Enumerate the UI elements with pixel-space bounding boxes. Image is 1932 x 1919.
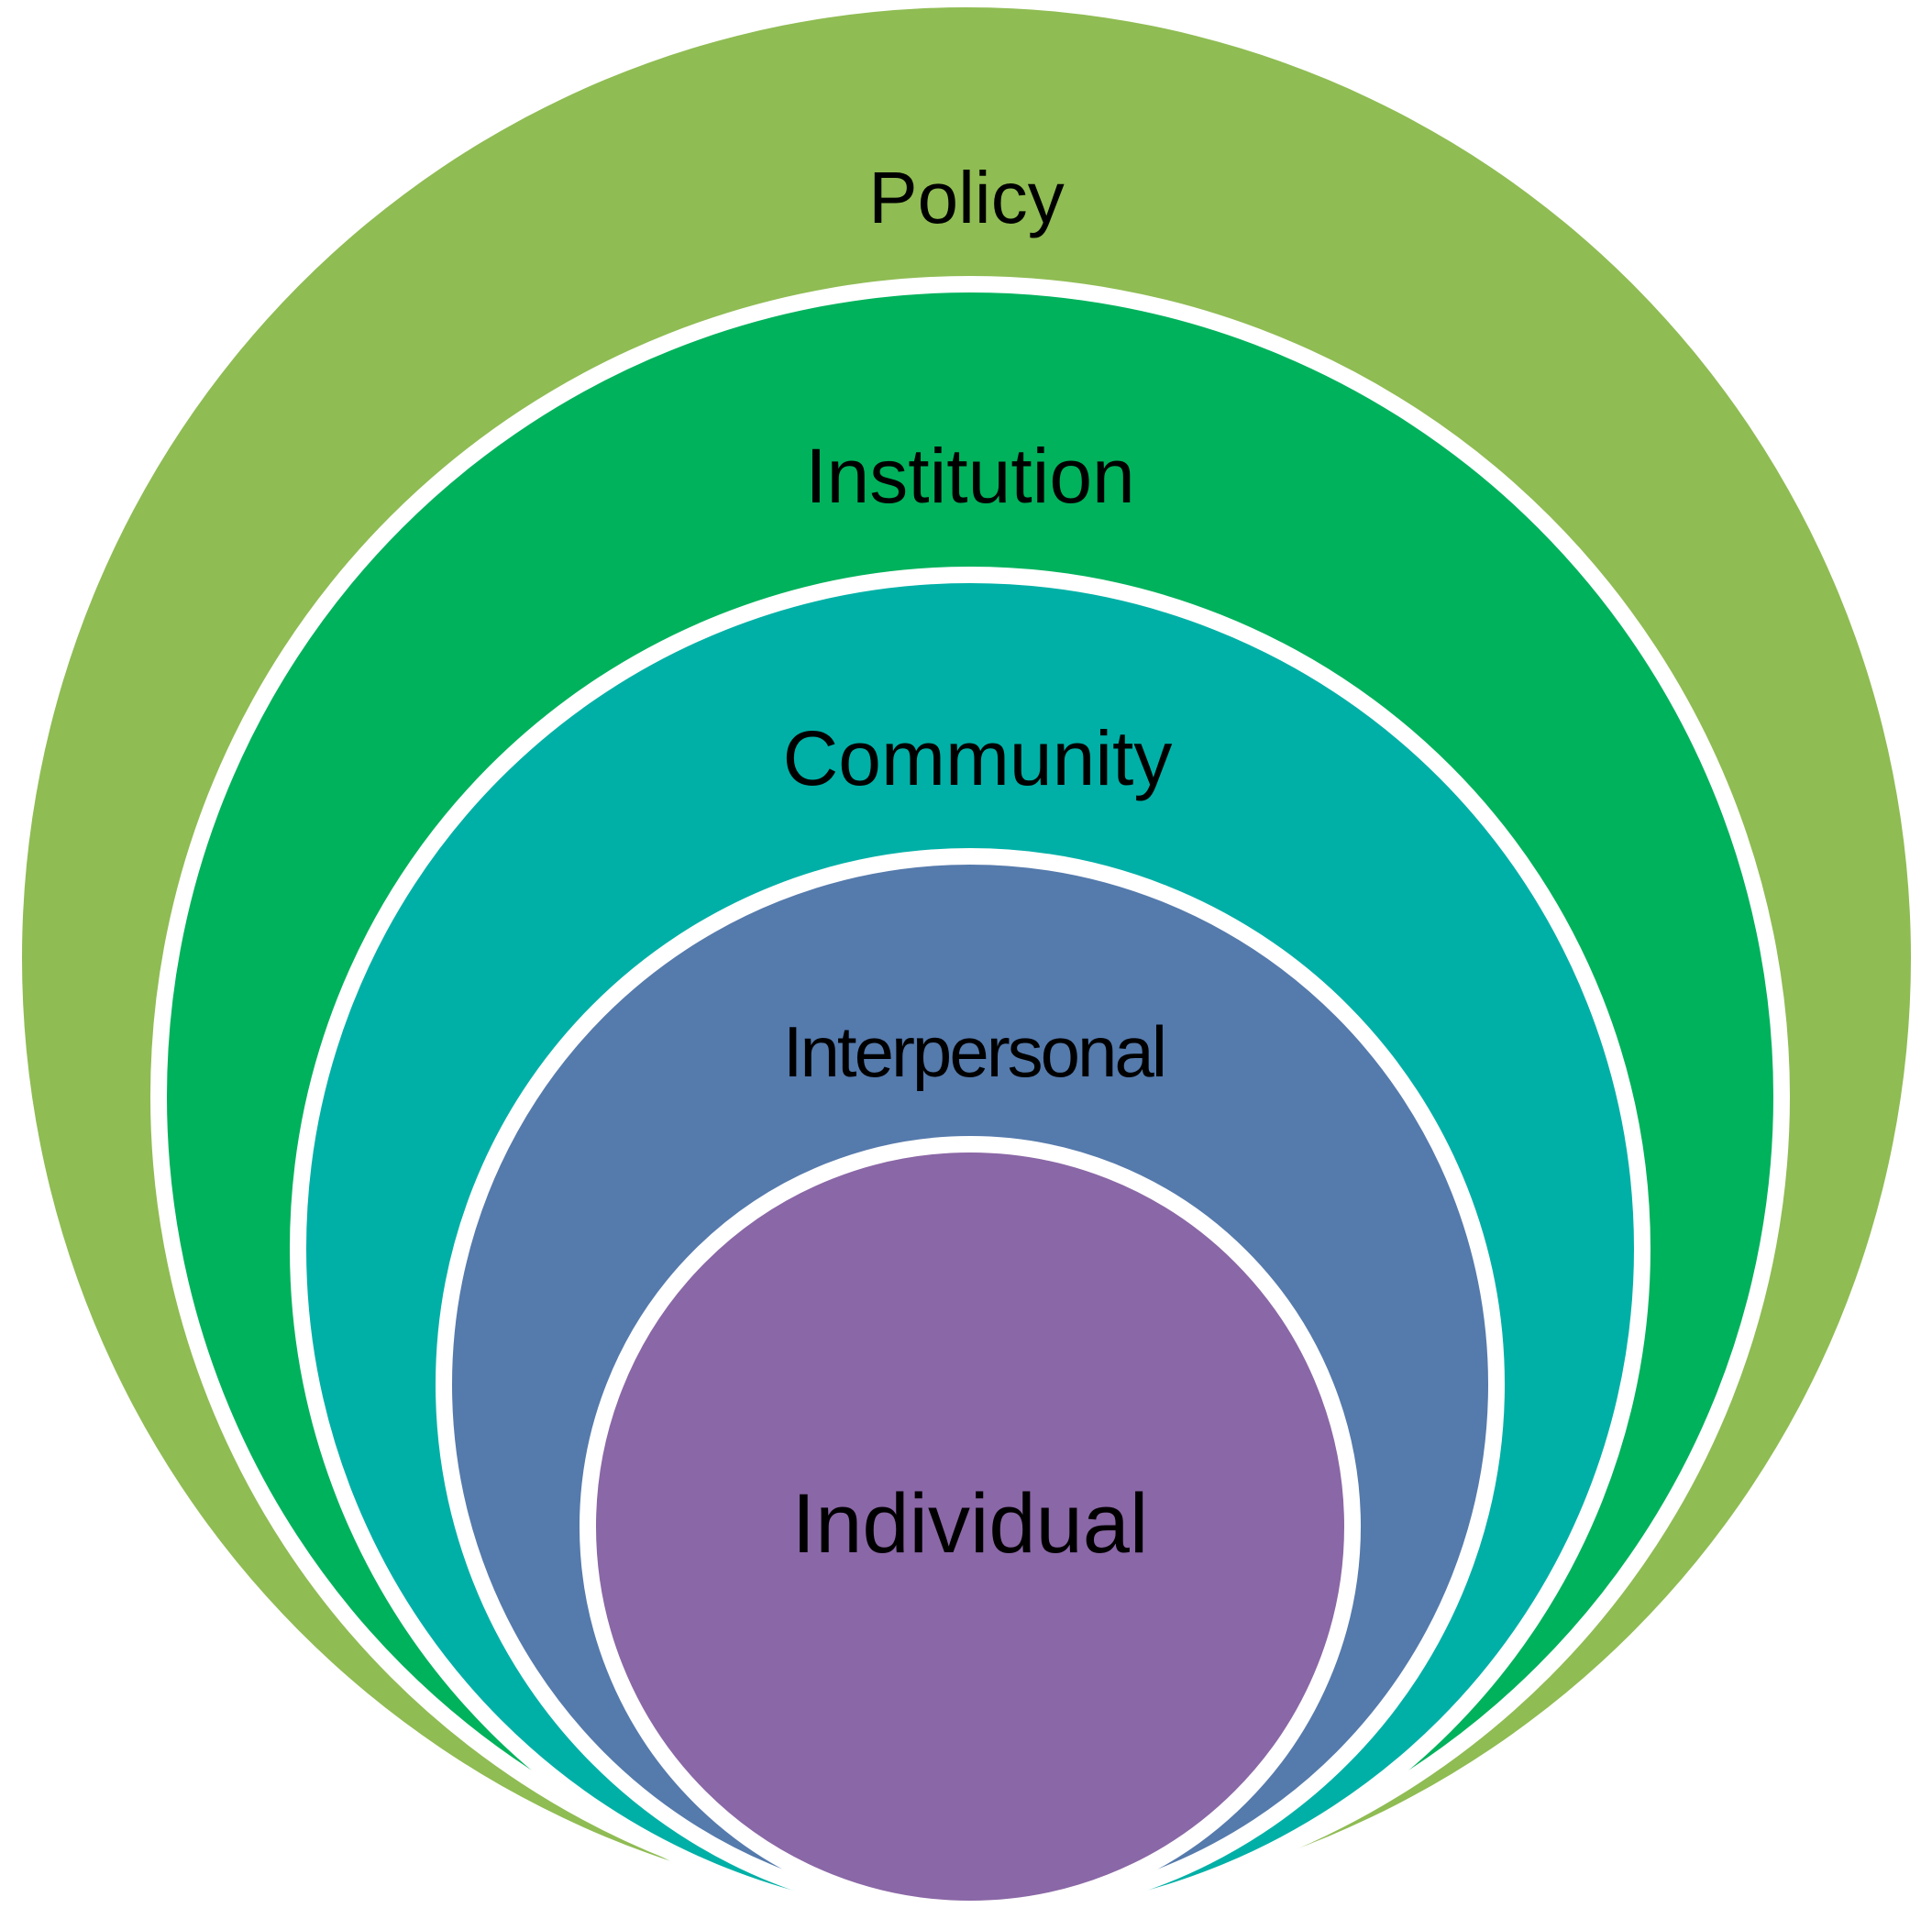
community-label: Community: [783, 715, 1173, 801]
policy-label: Policy: [868, 157, 1064, 238]
interpersonal-label: Interpersonal: [783, 1011, 1165, 1092]
individual-circle: [580, 1136, 1361, 1917]
institution-label: Institution: [805, 433, 1135, 519]
individual-label: Individual: [792, 1477, 1149, 1571]
